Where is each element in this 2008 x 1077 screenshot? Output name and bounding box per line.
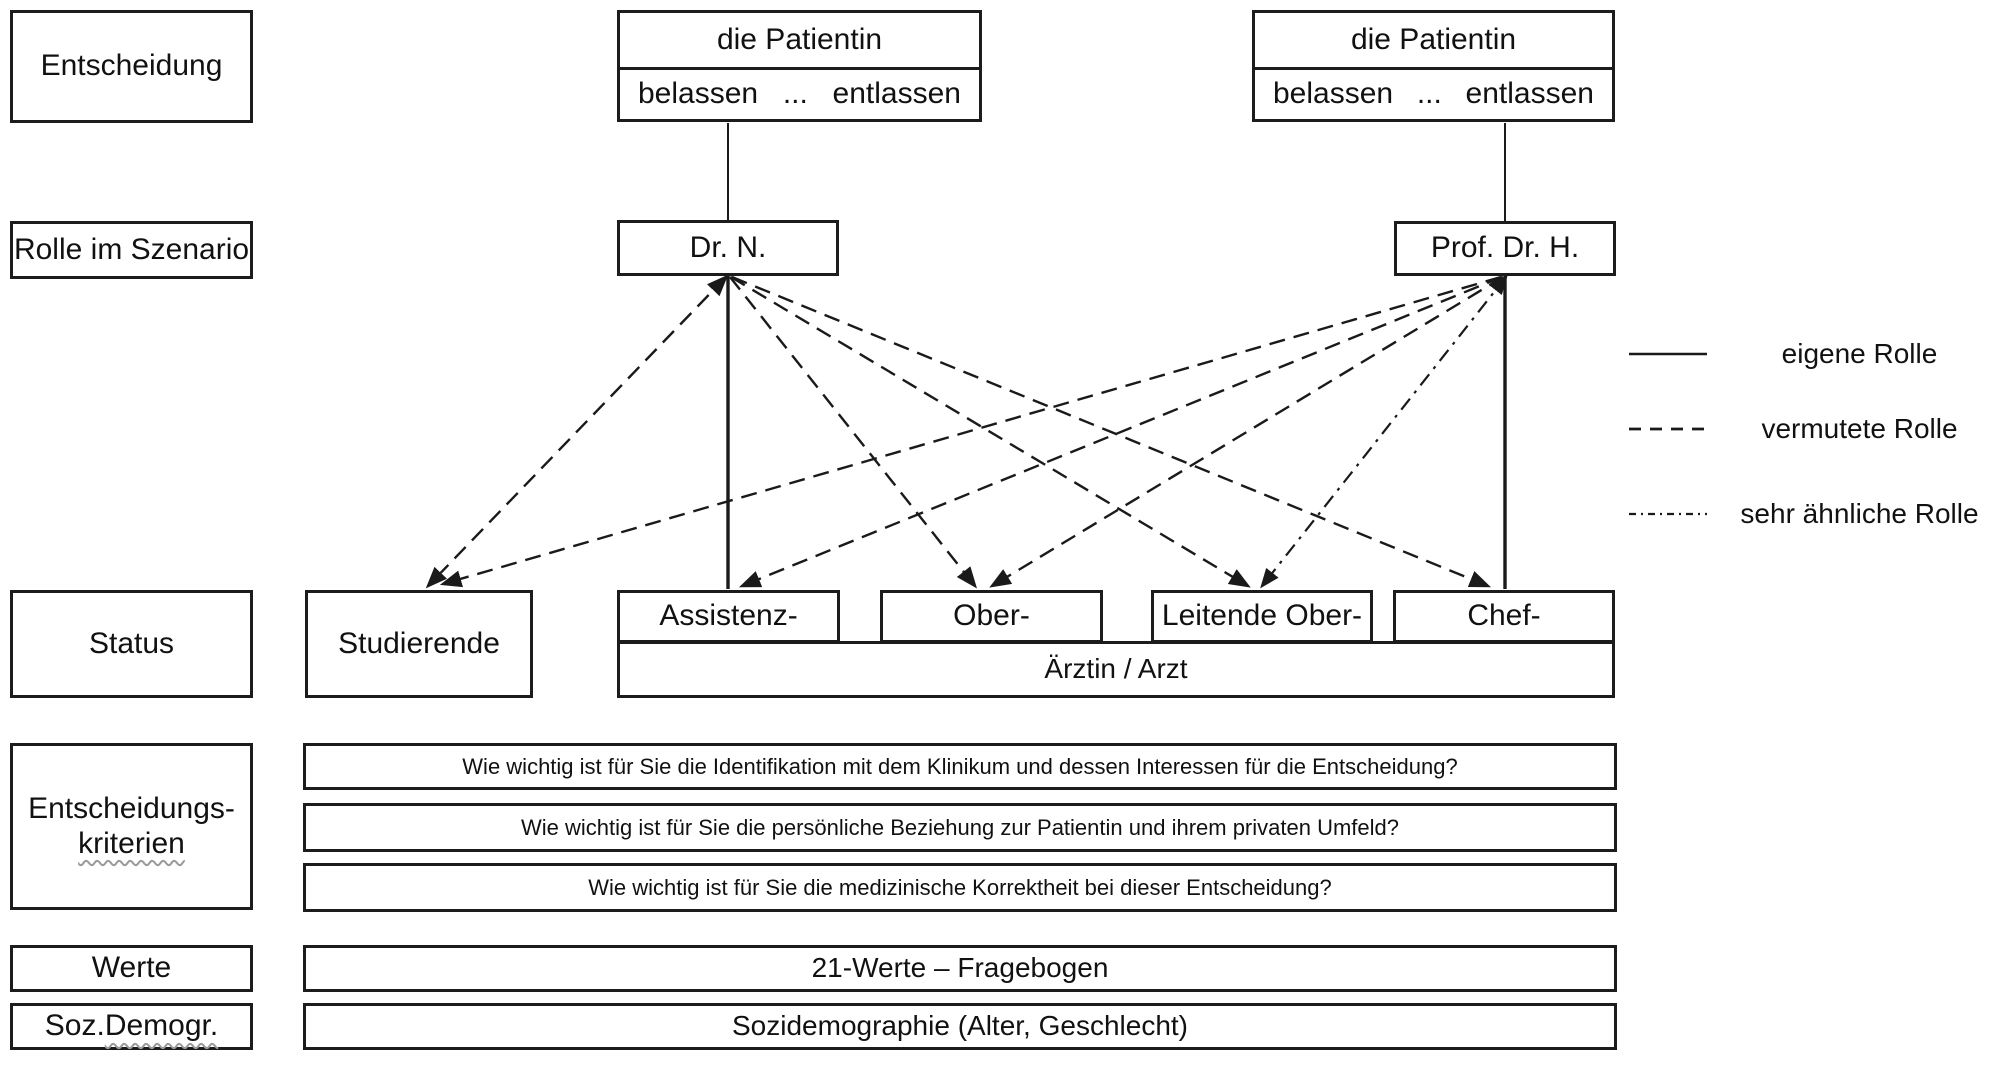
decision-box-right: die Patientin belassen ... entlassen (1252, 10, 1615, 122)
kriterien-label-line2: kriterien (78, 826, 185, 860)
kriterien-label-line1: Entscheidungs- (28, 792, 235, 825)
solid-line-icon (1625, 348, 1711, 360)
row-label-werte: Werte (10, 945, 253, 992)
criteria-question-1: Wie wichtig ist für Sie die Identifikati… (303, 743, 1617, 790)
row-label-soz-demogr: Soz. Demogr. (10, 1003, 253, 1050)
soz-label-prefix: Soz. (44, 1009, 105, 1043)
row-label-rolle-im-szenario: Rolle im Szenario (10, 221, 253, 279)
option-entlassen: entlassen (1465, 77, 1594, 111)
legend-label: sehr ähnliche Rolle (1740, 498, 1979, 529)
legend-label: eigene Rolle (1781, 338, 1938, 369)
row-label-entscheidungskriterien: Entscheidungs- kriterien (10, 743, 253, 910)
legend-item-sehr-aehnliche-rolle: sehr ähnliche Rolle (1625, 496, 2008, 532)
legend-item-eigene-rolle: eigene Rolle (1625, 336, 2008, 372)
status-box-chef: Chef- (1393, 590, 1615, 643)
legend-label: vermutete Rolle (1761, 413, 1958, 444)
status-box-leitende-ober: Leitende Ober- (1151, 590, 1373, 643)
options-ellipsis: ... (1416, 77, 1442, 111)
decision-options: belassen ... entlassen (620, 70, 979, 119)
legend-item-vermutete-rolle: vermutete Rolle (1625, 411, 2008, 447)
option-entlassen: entlassen (832, 77, 961, 111)
criteria-question-3: Wie wichtig ist für Sie die medizinische… (303, 863, 1617, 912)
patient-title: die Patientin (620, 13, 979, 70)
options-ellipsis: ... (782, 77, 808, 111)
option-belassen: belassen (638, 77, 759, 111)
row-label-status: Status (10, 590, 253, 698)
role-box-prof-dr-h: Prof. Dr. H. (1394, 221, 1616, 276)
patient-title: die Patientin (1255, 13, 1612, 70)
status-box-ober: Ober- (880, 590, 1103, 643)
status-box-assistenz: Assistenz- (617, 590, 840, 643)
status-box-studierende: Studierende (305, 590, 533, 698)
werte-bar: 21-Werte – Fragebogen (303, 945, 1617, 992)
role-box-dr-n: Dr. N. (617, 220, 839, 276)
decision-options: belassen ... entlassen (1255, 70, 1612, 119)
dash-dot-line-icon (1625, 508, 1711, 520)
dashed-line-icon (1625, 423, 1711, 435)
criteria-question-2: Wie wichtig ist für Sie die persönliche … (303, 803, 1617, 852)
soz-label-word: Demogr. (104, 1009, 219, 1043)
row-label-entscheidung: Entscheidung (10, 10, 253, 123)
soz-demographie-bar: Sozidemographie (Alter, Geschlecht) (303, 1003, 1617, 1050)
option-belassen: belassen (1273, 77, 1394, 111)
decision-box-left: die Patientin belassen ... entlassen (617, 10, 982, 122)
status-bar-aerztin-arzt: Ärztin / Arzt (617, 641, 1615, 698)
